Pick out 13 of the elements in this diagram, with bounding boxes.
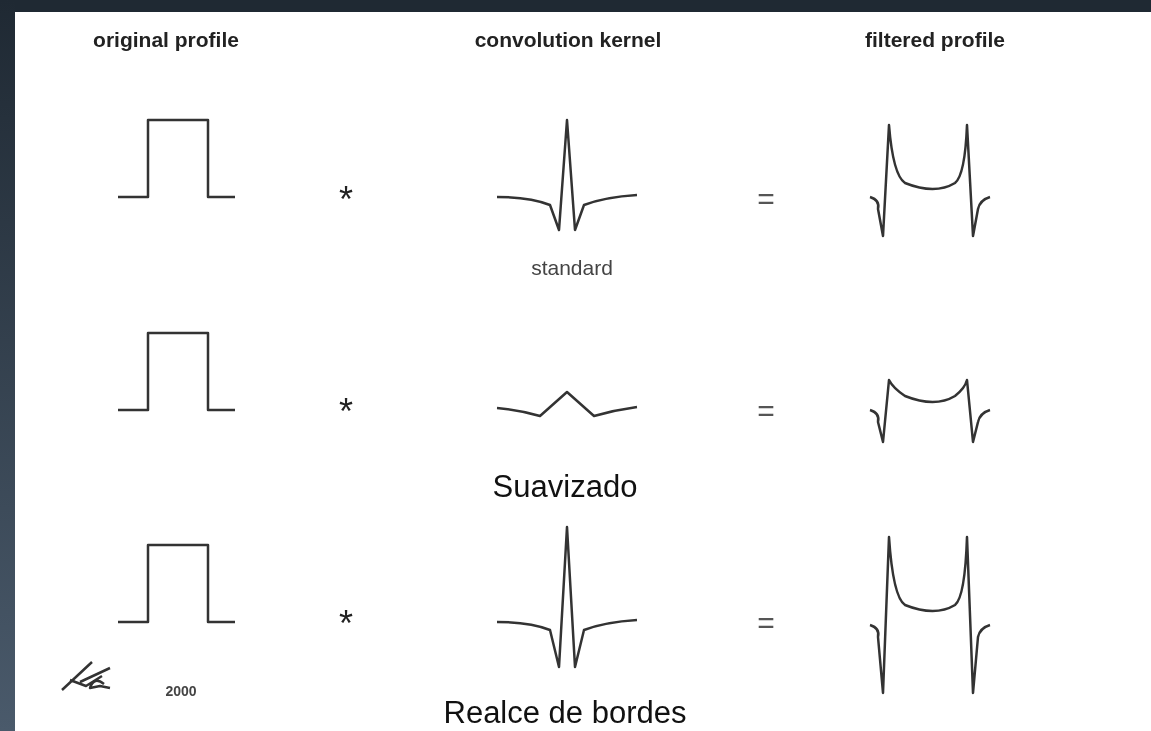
column-heading: convolution kernel — [474, 28, 662, 52]
convolution-operator: * — [339, 180, 353, 220]
kernel-caption: standard — [531, 256, 613, 280]
convolution-operator: * — [339, 392, 353, 432]
equals-sign: = — [757, 393, 775, 427]
kernel-caption: Suavizado — [492, 469, 638, 505]
column-heading: original profile — [93, 28, 239, 52]
equals-sign: = — [757, 181, 775, 215]
convolution-operator: * — [339, 604, 353, 644]
column-heading: filtered profile — [865, 28, 1005, 52]
equals-sign: = — [757, 605, 775, 639]
year-label: 2000 — [165, 684, 197, 700]
kernel-caption: Realce de bordes — [443, 695, 687, 731]
